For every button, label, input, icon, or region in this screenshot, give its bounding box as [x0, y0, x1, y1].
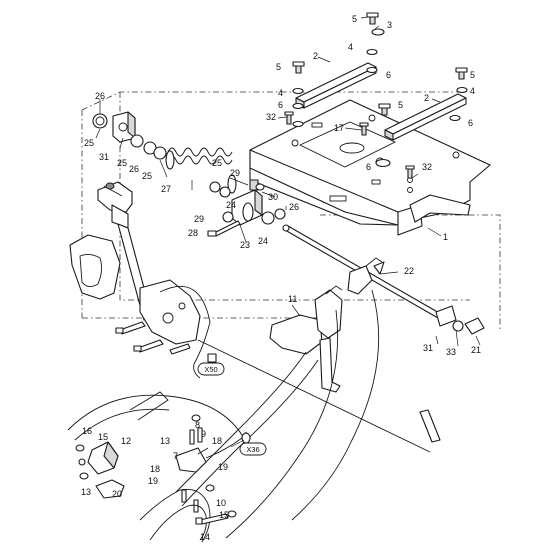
callout-10: 10	[216, 498, 226, 508]
control-lever-assembly	[69, 181, 431, 453]
callout-25: 25	[117, 158, 127, 168]
callout-29: 29	[230, 168, 240, 178]
seat-mounting-plate	[249, 99, 491, 236]
callout-31: 31	[423, 343, 433, 353]
callout-30: 30	[268, 192, 278, 202]
callout-5: 5	[276, 62, 281, 72]
connector-tag-x50: X50	[197, 362, 225, 376]
callout-6: 6	[468, 118, 473, 128]
callout-3: 3	[387, 20, 392, 30]
callout-4: 4	[348, 42, 353, 52]
callout-4: 4	[278, 88, 283, 98]
spring-bearing-assembly	[92, 111, 237, 198]
callout-25: 25	[212, 158, 222, 168]
callout-28: 28	[188, 228, 198, 238]
detail-inset	[67, 391, 441, 543]
callout-32: 32	[422, 162, 432, 172]
callout-26: 26	[95, 91, 105, 101]
callout-8: 8	[195, 420, 200, 430]
callout-31: 31	[99, 152, 109, 162]
callout-11: 11	[288, 294, 297, 304]
callout-9: 9	[201, 429, 206, 439]
connector-tag-x50-label: X50	[204, 365, 217, 374]
callout-2: 2	[313, 51, 318, 61]
callout-14: 14	[200, 532, 210, 542]
callout-33: 33	[446, 347, 456, 357]
callout-27: 27	[161, 184, 171, 194]
callout-25: 25	[142, 171, 152, 181]
callout-21: 21	[471, 345, 481, 355]
callout-17: 17	[334, 123, 344, 133]
callout-5: 5	[470, 70, 475, 80]
callout-13: 13	[160, 436, 170, 446]
callout-1: 1	[443, 232, 448, 242]
callout-6: 6	[366, 162, 371, 172]
callout-leaders	[95, 16, 481, 448]
callout-26: 26	[289, 202, 299, 212]
callout-18: 18	[212, 436, 222, 446]
callout-2: 2	[424, 93, 429, 103]
callout-24: 24	[226, 200, 236, 210]
callout-4: 4	[470, 86, 475, 96]
connector-tag-x36-label: X36	[246, 445, 259, 454]
callout-15: 15	[98, 432, 108, 442]
connector-tag-x36: X36	[239, 442, 267, 456]
callout-18: 18	[150, 464, 160, 474]
callout-24: 24	[258, 236, 268, 246]
lever-pivot-block	[207, 179, 286, 237]
part-callouts: 5 3 4 2 5 6 5 4 4 2 5 6 32 6 17 6 32 1 2…	[81, 14, 481, 542]
callout-13: 13	[81, 487, 91, 497]
callout-22: 22	[404, 266, 414, 276]
callout-20: 20	[112, 489, 122, 499]
callout-19: 19	[148, 476, 158, 486]
callout-26: 26	[129, 164, 139, 174]
callout-6: 6	[278, 100, 283, 110]
callout-12: 12	[121, 436, 131, 446]
callout-6: 6	[386, 70, 391, 80]
callout-23: 23	[240, 240, 250, 250]
callout-32: 32	[266, 112, 276, 122]
rail-fasteners	[284, 12, 468, 179]
callout-5: 5	[352, 14, 357, 24]
callout-29: 29	[194, 214, 204, 224]
callout-15: 15	[219, 510, 229, 520]
callout-16: 16	[82, 426, 92, 436]
pedal-bracket	[175, 285, 380, 539]
seat-slide-rails	[295, 62, 467, 141]
callout-19: 19	[218, 462, 228, 472]
callout-7: 7	[173, 451, 178, 461]
callout-25: 25	[84, 138, 94, 148]
callout-5: 5	[398, 100, 403, 110]
main-shaft	[282, 224, 485, 335]
